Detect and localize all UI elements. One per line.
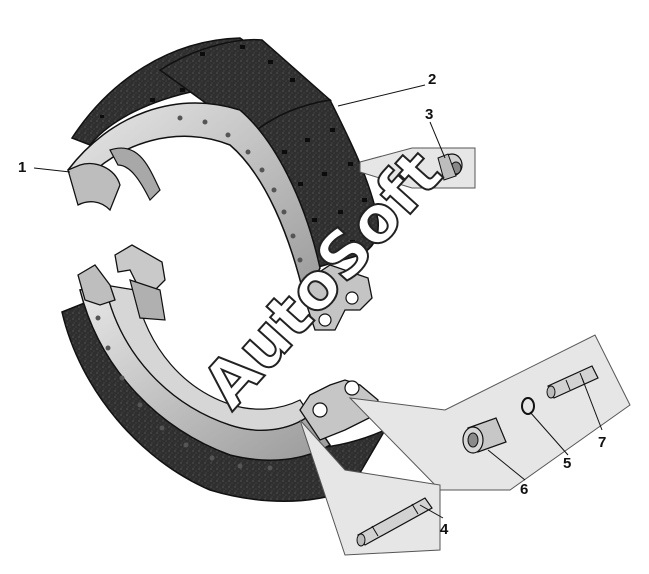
- upper-lug-hole-a: [318, 313, 332, 327]
- callout-1: 1: [18, 159, 26, 176]
- callout-panel-4: [299, 419, 441, 556]
- callout-5: 5: [563, 455, 571, 472]
- upper-rim-rivet-holes: [177, 115, 303, 263]
- lower-brake-shoe: [61, 244, 387, 502]
- lower-lug-hole-b: [344, 380, 360, 396]
- upper-lining-rivets: [100, 45, 367, 252]
- ring-part-5: [521, 397, 535, 415]
- lower-shoe-bracket-left: [77, 264, 116, 306]
- callout-labels: 1 2 3 4 5 6 7: [18, 71, 606, 538]
- upper-shoe-web-left: [67, 162, 121, 212]
- lower-rim-rivet-holes: [95, 315, 273, 471]
- upper-shoe-web-inner: [109, 147, 161, 202]
- lower-shoe-end-lugs: [299, 379, 379, 441]
- callout-6: 6: [520, 481, 528, 498]
- callout-4: 4: [440, 521, 449, 538]
- callout-2: 2: [428, 71, 436, 88]
- callout-7: 7: [598, 434, 606, 451]
- upper-lug-hole-b: [345, 291, 359, 305]
- lower-lug-hole-a: [312, 402, 328, 418]
- callout-3: 3: [425, 106, 433, 123]
- upper-brake-shoe: [67, 37, 379, 331]
- leader-lines: [33, 84, 603, 519]
- callout-panel-3: [359, 147, 476, 189]
- pin-part-4: [356, 497, 433, 547]
- bushing-part-3: [437, 153, 463, 181]
- bushing-part-6: [462, 417, 507, 454]
- lower-shoe-bracket-post: [129, 279, 166, 321]
- pin-part-7: [546, 365, 599, 399]
- callout-panel-5-6-7: [348, 334, 631, 491]
- upper-shoe-lugs: [299, 264, 373, 331]
